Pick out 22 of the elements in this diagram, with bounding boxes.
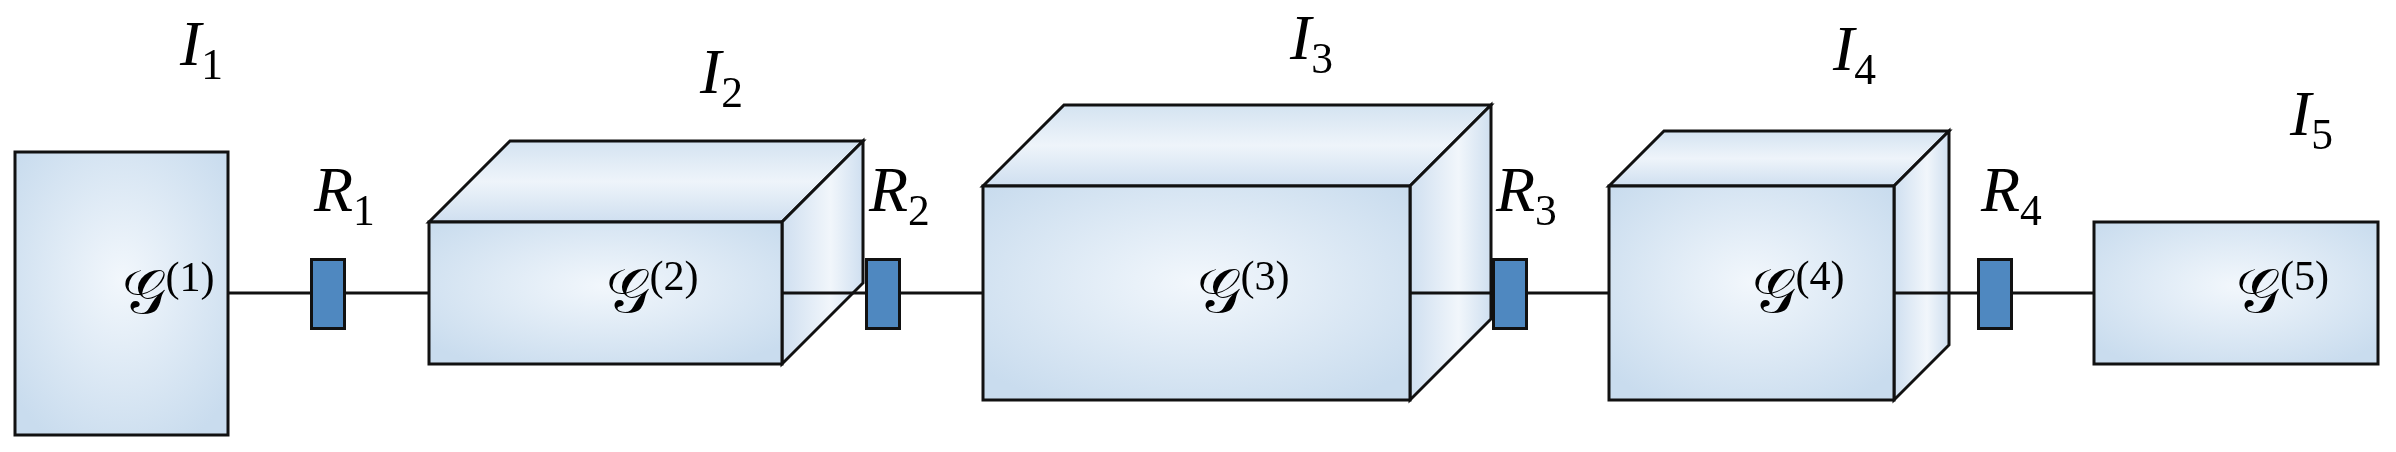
connector-line [228, 291, 310, 295]
index-label: I$_{1}$ [180, 12, 224, 87]
index-label: I$_{4}$ [1833, 17, 1877, 92]
index-label: I$_{5}$ [2290, 82, 2334, 157]
connector-line [1410, 291, 1492, 295]
connector-line [2013, 291, 2094, 295]
rank-label: R$_{2}$ [869, 158, 930, 233]
index-label: I$_{2}$ [700, 40, 744, 115]
tensor-label: 𝒢$^{(4)}$ [1751, 255, 1845, 322]
tensor-label: 𝒢$^{(2)}$ [605, 255, 699, 322]
connector-line [782, 291, 865, 295]
connector-line [901, 291, 983, 295]
index-label: I$_{3}$ [1290, 6, 1334, 81]
connector-line [346, 291, 429, 295]
rank-label: R$_{3}$ [1496, 158, 1557, 233]
rank-label: R$_{4}$ [1981, 158, 2042, 233]
connector-line [1894, 291, 1977, 295]
rank-label: R$_{1}$ [314, 158, 375, 233]
tensor-label: 𝒢$^{(3)}$ [1196, 255, 1290, 322]
connector-line [1528, 291, 1609, 295]
tensor-label: 𝒢$^{(5)}$ [2236, 255, 2330, 322]
tensor-label: 𝒢$^{(1)}$ [121, 255, 215, 323]
